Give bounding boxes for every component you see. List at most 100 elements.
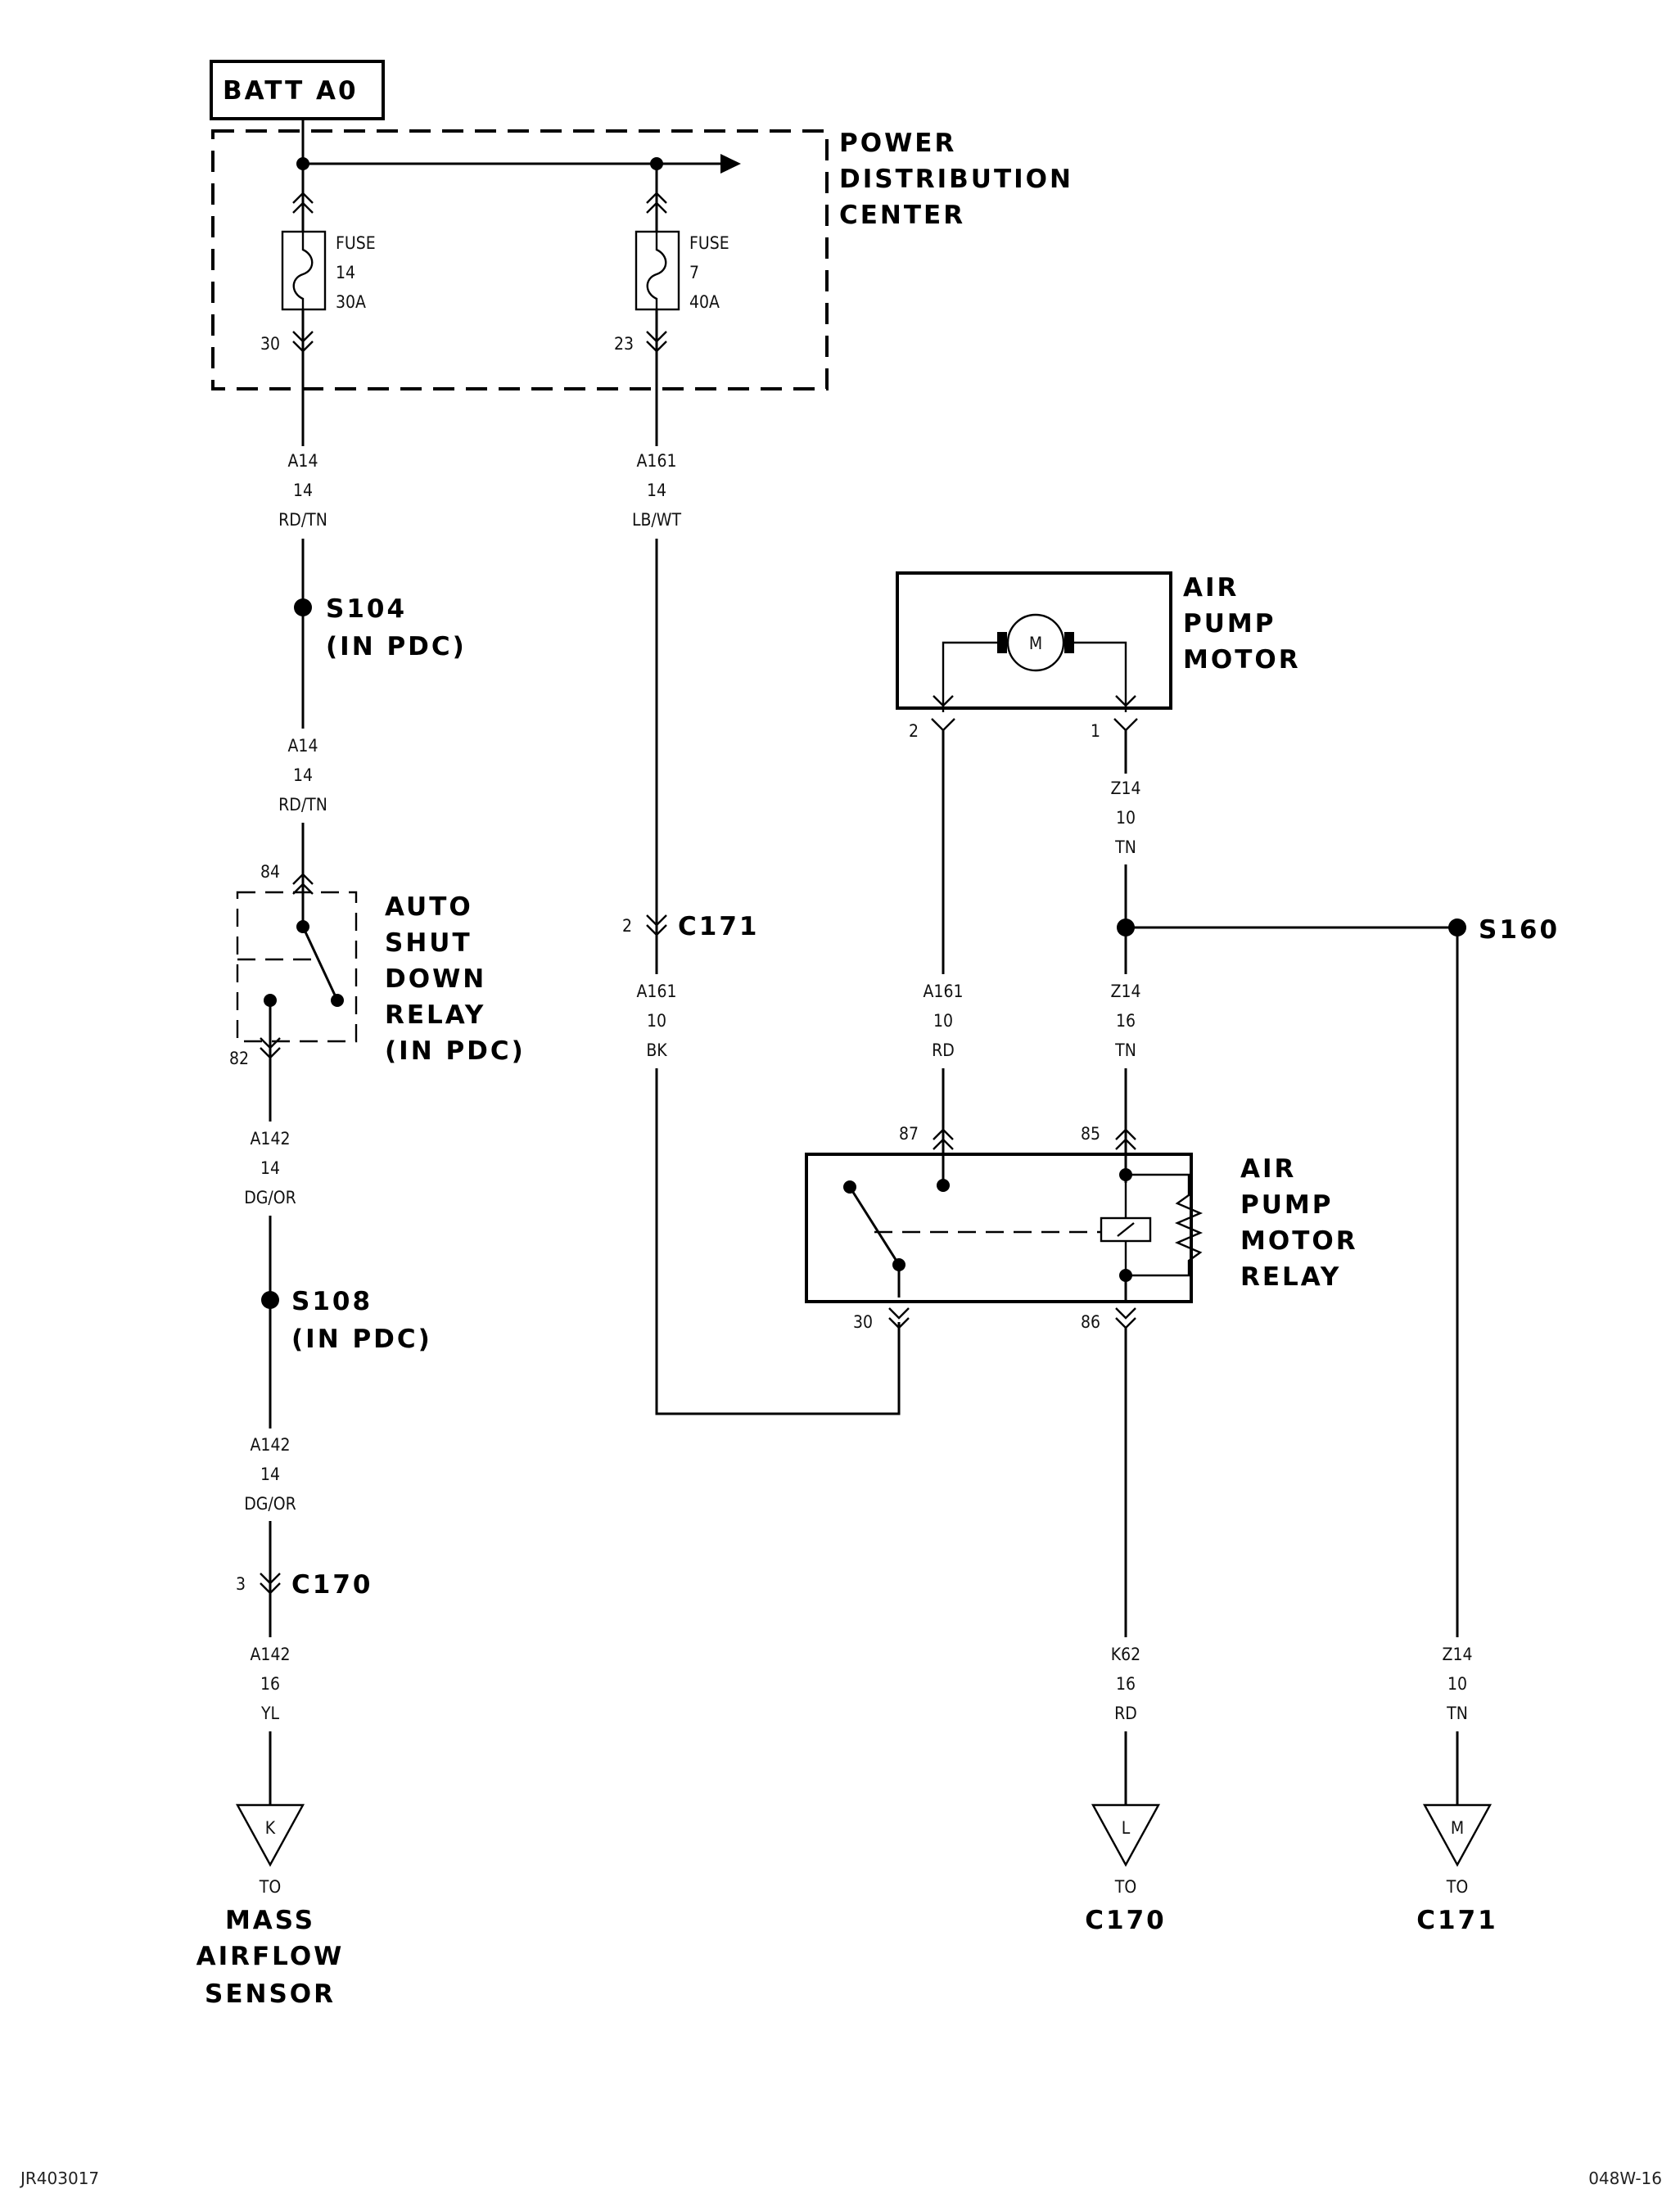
- air-pump-motor-label-2: PUMP: [1183, 609, 1276, 639]
- motor-pin-right: 1: [1091, 721, 1100, 741]
- wire-k62-color: RD: [1114, 1704, 1137, 1723]
- pdc-label-1: POWER: [839, 129, 956, 158]
- motor-pin2-inner-icon: [933, 695, 954, 707]
- asd-pin-out: 82: [229, 1049, 249, 1068]
- relay-pin30: 30: [853, 1312, 873, 1332]
- terminal-k-dest-1: MASS: [225, 1906, 315, 1935]
- wire-z14-right-color: TN: [1446, 1704, 1468, 1723]
- asd-pin84-connector-icon: [292, 873, 314, 895]
- terminal-m-letter: M: [1451, 1818, 1464, 1838]
- c171-name: C171: [678, 912, 759, 941]
- fuse14-pin: 30: [260, 334, 280, 354]
- wire-a161-bk-color: BK: [646, 1040, 667, 1060]
- relay-coil-mark: [1117, 1222, 1135, 1237]
- fuse7-number: 7: [689, 263, 699, 282]
- terminal-m-to: TO: [1446, 1877, 1468, 1897]
- terminal-k-dest-3: SENSOR: [205, 1979, 336, 2009]
- air-pump-motor-box: [896, 571, 1172, 710]
- motor-brush-left: [997, 632, 1007, 653]
- wire-z14-mid-color: TN: [1114, 1040, 1136, 1060]
- fuse7-bottom-connector-icon: [646, 331, 667, 353]
- asd-label-3: DOWN: [385, 964, 486, 994]
- wire-a142-1-gauge: 14: [260, 1158, 280, 1178]
- wire-a161-top-color: LB/WT: [632, 510, 682, 530]
- c170-name: C170: [291, 1570, 373, 1600]
- motor-symbol: M: [1029, 634, 1042, 653]
- c170-pin: 3: [236, 1574, 246, 1594]
- wire-z14-right-circuit: Z14: [1443, 1645, 1473, 1664]
- wire-k62-gauge: 16: [1116, 1674, 1136, 1694]
- fuse14-rating: 30A: [336, 292, 366, 312]
- wire-a142-1-circuit: A142: [251, 1129, 291, 1149]
- wire-a14-top-circuit: A14: [288, 451, 318, 471]
- fuse7-rating: 40A: [689, 292, 720, 312]
- fuse14-number: 14: [336, 263, 355, 282]
- air-pump-motor-label-1: AIR: [1183, 573, 1239, 603]
- wire-a142-2-gauge: 14: [260, 1465, 280, 1484]
- asd-relay-boundary: [236, 891, 358, 1043]
- wire-a142-2-circuit: A142: [251, 1435, 291, 1455]
- asd-switch-arm: [301, 926, 339, 1001]
- wire-z14-mid-gauge: 16: [1116, 1011, 1136, 1031]
- wire-a142-3-color: YL: [260, 1704, 280, 1723]
- air-pump-relay-label-3: MOTOR: [1240, 1226, 1358, 1256]
- wire-a161-rd-gauge: 10: [933, 1011, 953, 1031]
- asd-label-4: RELAY: [385, 1000, 485, 1030]
- pdc-boundary: [211, 129, 829, 390]
- air-pump-motor-label-3: MOTOR: [1183, 645, 1301, 675]
- terminal-l-icon: [1091, 1803, 1161, 1867]
- relay-pin30-connector-icon: [888, 1307, 910, 1329]
- fuse14-title: FUSE: [336, 233, 376, 253]
- wire-a14-mid-gauge: 14: [293, 765, 313, 785]
- terminal-k-letter: K: [265, 1818, 276, 1838]
- asd-label-2: SHUT: [385, 928, 472, 958]
- splice-s108-dot: [261, 1291, 279, 1309]
- relay-pin87: 87: [899, 1124, 919, 1144]
- relay-switch-arm: [848, 1186, 901, 1266]
- wire-a14-mid-circuit: A14: [288, 736, 318, 756]
- splice-s160-name: S160: [1479, 915, 1560, 945]
- fuse7-pin: 23: [614, 334, 634, 354]
- fuse14-bottom-connector-icon: [292, 331, 314, 353]
- fuse7-element-icon: [646, 232, 667, 309]
- wire-a14-top-color: RD/TN: [278, 510, 327, 530]
- footer-left: JR403017: [19, 2169, 99, 2188]
- wire-a14-top-gauge: 14: [293, 481, 313, 500]
- terminal-l-dest: C170: [1085, 1906, 1166, 1935]
- wire-z14-mid-circuit: Z14: [1111, 982, 1141, 1001]
- asd-label-5: (IN PDC): [385, 1036, 526, 1066]
- c171-connector-icon: [646, 914, 667, 937]
- wire-a161-rd-circuit: A161: [924, 982, 964, 1001]
- motor-pin-left: 2: [909, 721, 919, 741]
- air-pump-relay-label-2: PUMP: [1240, 1190, 1333, 1220]
- splice-s108-name: S108: [291, 1287, 373, 1316]
- relay-87-contact: [937, 1179, 950, 1192]
- motor-left-lead: [942, 641, 999, 712]
- terminal-l-to: TO: [1114, 1877, 1136, 1897]
- fuse14-top-connector-icon: [292, 192, 314, 214]
- fuse7-top-connector-icon: [646, 192, 667, 214]
- relay-pin86: 86: [1081, 1312, 1100, 1332]
- terminal-k-dest-2: AIRFLOW: [196, 1942, 345, 1971]
- relay-pin87-connector-icon: [933, 1128, 954, 1150]
- wire-a142-3-gauge: 16: [260, 1674, 280, 1694]
- relay-pin85: 85: [1081, 1124, 1100, 1144]
- wire-a142-2-color: DG/OR: [244, 1494, 296, 1514]
- footer-right: 048W-16: [1588, 2169, 1662, 2188]
- asd-label-1: AUTO: [385, 892, 473, 922]
- splice-s108-note: (IN PDC): [291, 1325, 432, 1354]
- asd-pin-in: 84: [260, 862, 280, 882]
- pdc-label-3: CENTER: [839, 201, 965, 230]
- battery-label: BATT A0: [223, 76, 359, 106]
- terminal-m-dest: C171: [1416, 1906, 1497, 1935]
- motor-pin1-inner-icon: [1115, 695, 1136, 707]
- wire-a142-1-color: DG/OR: [244, 1188, 296, 1207]
- wire-k62-circuit: K62: [1111, 1645, 1140, 1664]
- bus-arrow-icon: [720, 154, 741, 174]
- wire-a142-3-circuit: A142: [251, 1645, 291, 1664]
- wire-z14-right-gauge: 10: [1447, 1674, 1467, 1694]
- terminal-m-icon: [1422, 1803, 1493, 1867]
- relay-pin86-connector-icon: [1115, 1307, 1136, 1329]
- relay-pin85-connector-icon: [1115, 1128, 1136, 1150]
